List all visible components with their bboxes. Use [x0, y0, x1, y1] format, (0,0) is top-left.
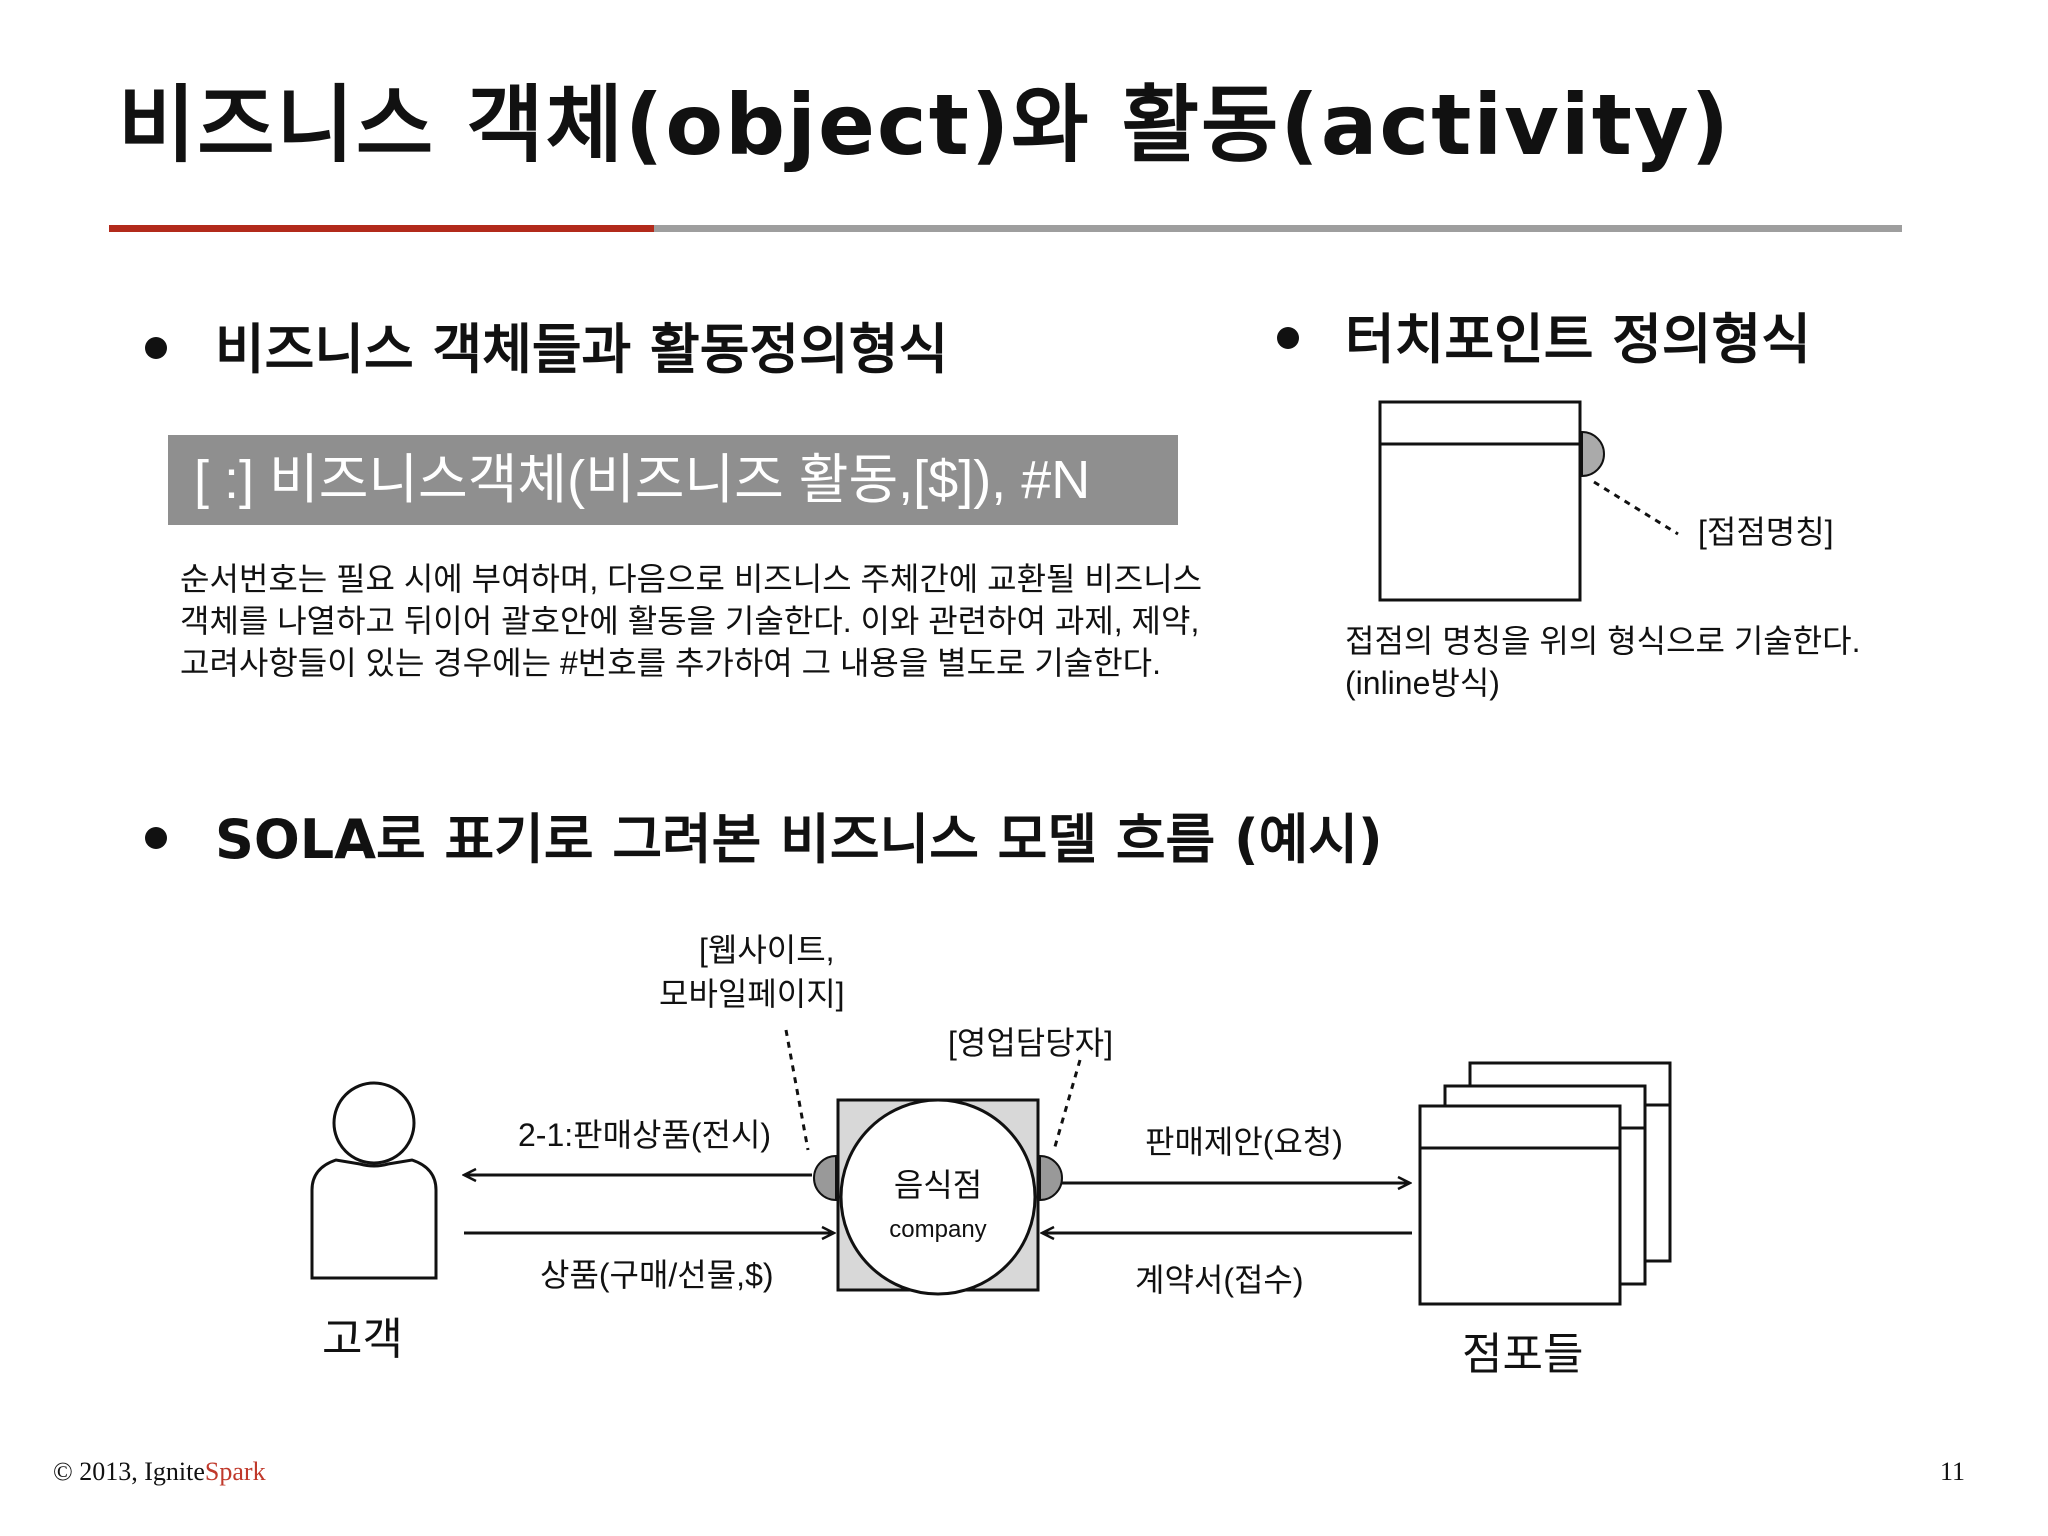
touchpoint-web-leader: [784, 1029, 810, 1151]
touchpoint-semicircle: [1581, 430, 1605, 478]
customer-person-icon: [310, 1081, 438, 1280]
touchpoint-web-label: [웹사이트, 모바일페이지]: [659, 928, 845, 1016]
bullet-dot: [145, 337, 167, 359]
footer-copyright: © 2013, IgniteSpark: [53, 1457, 266, 1487]
company-sub: company: [889, 1216, 987, 1243]
stores-stack: [1418, 1061, 1672, 1306]
slide-title: 비즈니스 객체(object)와 활동(activity): [118, 76, 1732, 174]
flow-label-purchase: 상품(구매/선물,$): [540, 1257, 774, 1293]
brand-name: Spark: [204, 1457, 266, 1486]
touchpoint-example-box: [1378, 400, 1582, 602]
flow-label-proposal: 판매제안(요청): [1145, 1124, 1343, 1160]
touchpoint-name-label: [접점명칭]: [1698, 514, 1834, 550]
description-line: (inline방식): [1345, 665, 1500, 701]
section2-description: 접점의 명칭을 위의 형식으로 기술한다. (inline방식): [1345, 620, 1861, 704]
section1-description: 순서번호는 필요 시에 부여하며, 다음으로 비즈니스 주체간에 교환될 비즈니…: [180, 558, 1202, 684]
section-heading-business-objects: 비즈니스 객체들과 활동정의형식: [215, 318, 949, 381]
flow-label-display: 2-1:판매상품(전시): [518, 1117, 772, 1153]
description-line: 고려사항들이 있는 경우에는 #번호를 추가하여 그 내용을 별도로 기술한다.: [180, 645, 1162, 681]
description-line: 순서번호는 필요 시에 부여하며, 다음으로 비즈니스 주체간에 교환될 비즈니…: [180, 561, 1203, 597]
flow-label-contract: 계약서(접수): [1135, 1262, 1304, 1298]
touchpoint-right-semicircle: [1039, 1154, 1063, 1202]
touchpoint-web-line: 모바일페이지]: [659, 976, 845, 1012]
section-heading-touchpoint: 터치포인트 정의형식: [1345, 308, 1811, 371]
section-heading-model-flow: SOLA로 표기로 그려본 비즈니스 모델 흐름 (예시): [215, 808, 1383, 871]
touchpoint-sales-label: [영업담당자]: [948, 1025, 1113, 1061]
touchpoint-sales-leader: [1052, 1059, 1082, 1151]
page-number: 11: [1940, 1457, 1966, 1486]
touchpoint-web-line: [웹사이트,: [698, 932, 835, 968]
company-label: 음식점 company: [841, 1160, 1035, 1244]
stores-label: 점포들: [1462, 1330, 1584, 1379]
title-rule: [654, 225, 1902, 232]
touchpoint-left-semicircle: [813, 1154, 837, 1202]
description-line: 접점의 명칭을 위의 형식으로 기술한다.: [1345, 623, 1861, 659]
description-line: 객체를 나열하고 뒤이어 괄호안에 활동을 기술한다. 이와 관련하여 과제, …: [180, 603, 1200, 639]
touchpoint-leader-line: [1593, 480, 1679, 536]
bullet-dot: [1277, 327, 1299, 349]
company-name: 음식점: [893, 1167, 983, 1203]
title-rule-accent: [109, 225, 654, 232]
customer-label: 고객: [322, 1315, 403, 1364]
bullet-dot: [145, 827, 167, 849]
notation-formula-box: [ :] 비즈니스객체(비즈니즈 활동,[$]), #N: [168, 435, 1178, 525]
company-node: [836, 1098, 1040, 1296]
copyright-text: © 2013, Ignite: [53, 1457, 205, 1486]
